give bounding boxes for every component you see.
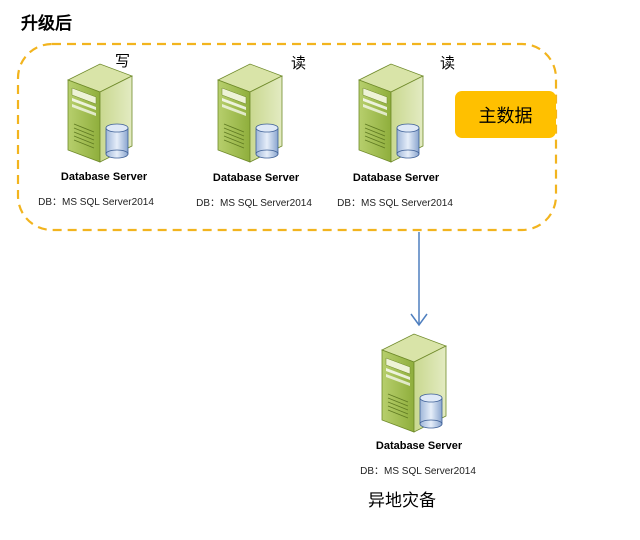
server-icon xyxy=(214,58,286,168)
backup-server-name: Database Server xyxy=(375,440,463,452)
server-name: Database Server xyxy=(352,172,440,184)
server-icon xyxy=(64,58,136,168)
backup-server-icon xyxy=(378,328,450,438)
down-arrow-icon xyxy=(410,232,428,327)
server-name: Database Server xyxy=(60,171,148,183)
disaster-recovery-label: 异地灾备 xyxy=(368,491,436,511)
backup-server-db: DB：MS SQL Server2014 xyxy=(360,466,476,477)
server-db: DB：MS SQL Server2014 xyxy=(38,197,154,208)
server-db: DB：MS SQL Server2014 xyxy=(337,198,453,209)
server-name: Database Server xyxy=(212,172,300,184)
server-db: DB：MS SQL Server2014 xyxy=(196,198,312,209)
op-label-read-2: 读 xyxy=(440,54,456,72)
page-title: 升级后 xyxy=(21,14,72,34)
op-label-read-1: 读 xyxy=(291,54,307,72)
op-label-write: 写 xyxy=(115,52,131,70)
primary-group-border xyxy=(16,42,558,232)
server-icon xyxy=(355,58,427,168)
primary-data-badge: 主数据 xyxy=(455,91,556,138)
